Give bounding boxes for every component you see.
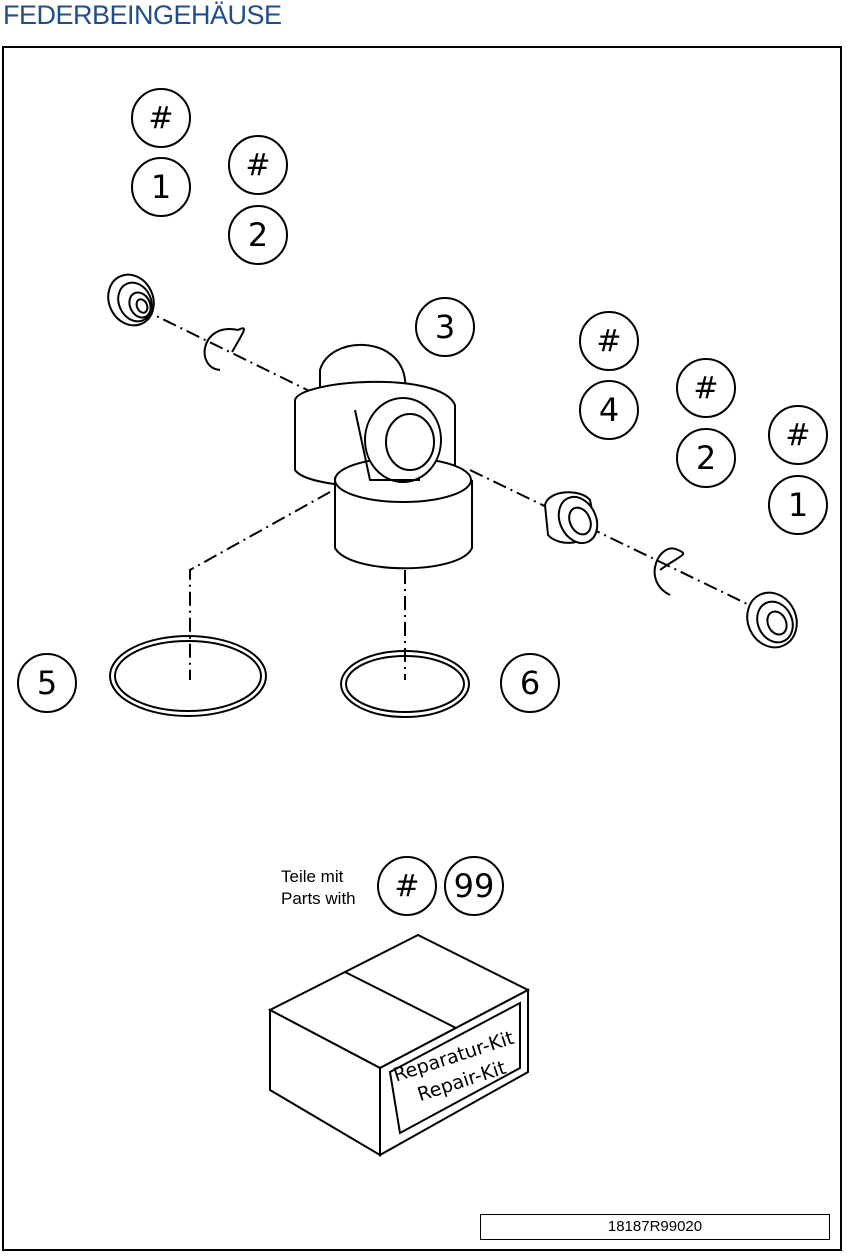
page-title: FEDERBEINGEHÄUSE [3,0,282,30]
seal-cap-right [746,591,798,649]
callout-4: 4 [579,380,639,440]
document-id: 18187R99020 [480,1214,830,1240]
diagram-frame [2,46,842,1251]
callout-hash-2: # [228,135,288,195]
axis-line-lower [469,469,771,616]
axis-line-upper [139,307,441,456]
leader-line-5 [189,491,331,680]
circlip-right [653,547,685,596]
seal-cap-left [107,273,155,327]
o-ring-6 [340,650,470,718]
legend-line2: Parts with [281,889,356,908]
callout-hash-1-right: # [768,405,828,465]
callout-6: 6 [500,653,560,713]
shock-housing [294,343,473,570]
spherical-bearing [543,491,599,545]
circlip-left [203,327,245,371]
callout-hash-2-right: # [676,358,736,418]
legend-line1: Teile mit [281,867,344,886]
repair-kit-box [267,933,531,1157]
callout-hash-1: # [131,88,191,148]
callout-2-right: 2 [676,428,736,488]
legend-callout-hash: # [377,856,437,916]
callout-3: 3 [415,297,475,357]
callout-5: 5 [17,653,77,713]
callout-hash-4: # [579,311,639,371]
o-ring-5 [109,635,267,717]
callout-1-left: 1 [131,157,191,217]
callout-1-right: 1 [768,475,828,535]
legend-text: Teile mit Parts with [281,866,356,910]
legend-callout-99: 99 [444,856,504,916]
callout-2-left: 2 [228,205,288,265]
